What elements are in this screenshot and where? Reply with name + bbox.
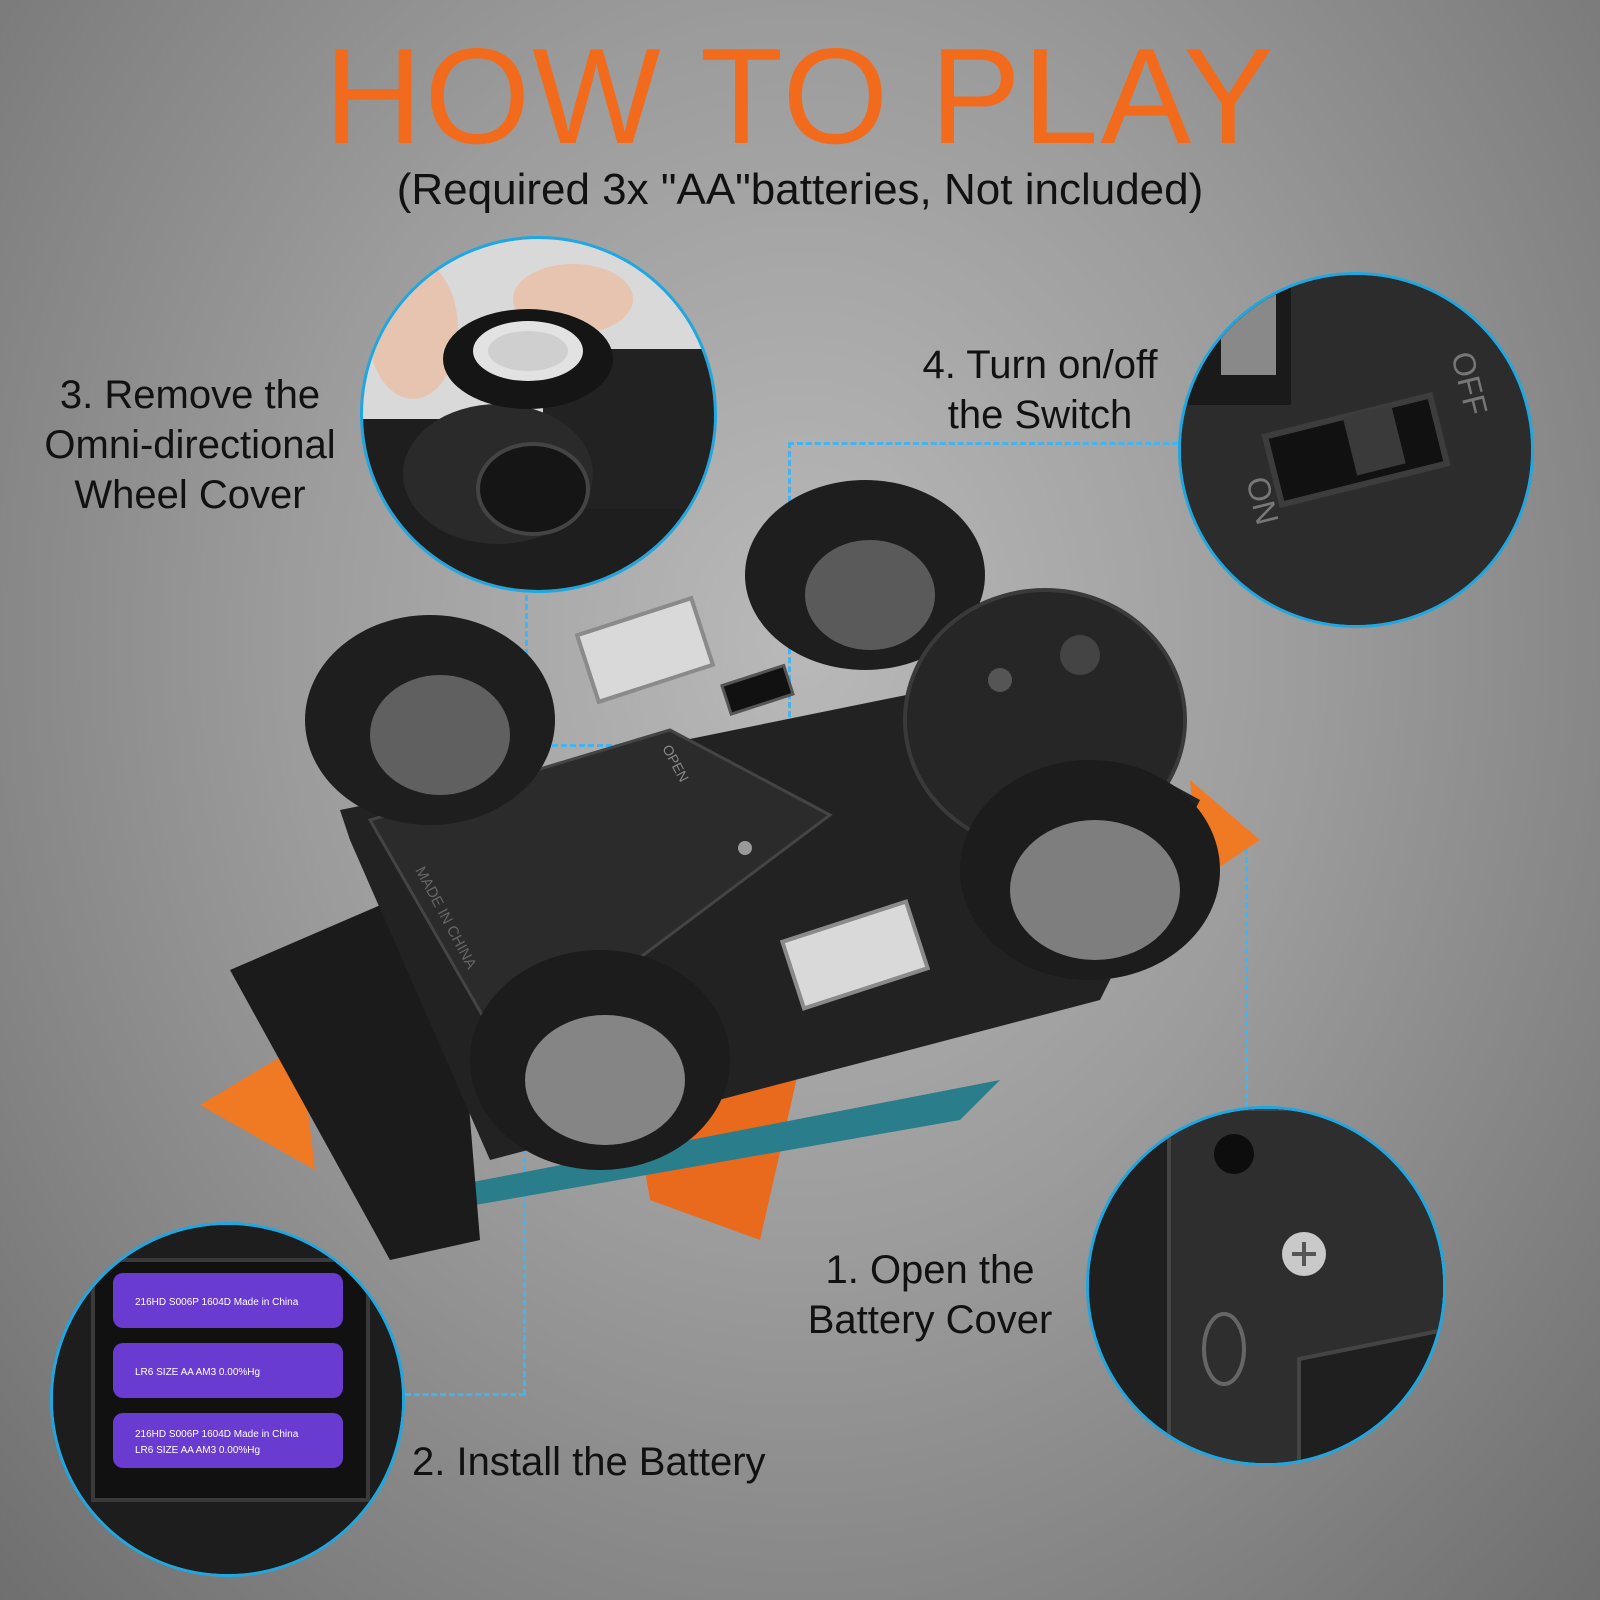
connector-line-step2-horizontal [405,1393,525,1396]
step3-label-line1: 3. Remove the [59,373,321,417]
step1-label: 1. Open the Battery Cover [790,1245,1070,1345]
step4-label: 4. Turn on/off the Switch [880,340,1200,440]
step2-label: 2. Install the Battery [412,1437,812,1487]
step3-label-line3: Wheel Cover [74,473,306,517]
step3-label-line2: Omni-directional [44,423,336,467]
connector-line-step4 [788,442,1178,445]
orange-fin-left [200,1045,315,1170]
page-subtitle: (Required 3x "AA"batteries, Not included… [396,165,1204,214]
step4-detail-image: ON OFF [1178,272,1534,628]
battery-3-text: 216HD S006P 1604D Made in China [135,1429,299,1440]
step2-label-line1: 2. Install the Battery [412,1440,766,1484]
page-title: HOW TO PLAY [324,20,1276,172]
step4-label-line2: the Switch [947,393,1133,437]
step3-detail-image [360,236,717,593]
step3-label: 3. Remove the Omni-directional Wheel Cov… [20,370,360,520]
battery-3-sub: LR6 SIZE AA AM3 0.00%Hg [135,1445,260,1456]
step1-detail-image [1086,1106,1446,1466]
step1-label-line2: Battery Cover [807,1298,1053,1342]
connector-line-step1-vertical [1245,848,1248,1108]
step2-detail-image: 216HD S006P 1604D Made in China LR6 SIZE… [50,1222,405,1577]
battery-3: 216HD S006P 1604D Made in China LR6 SIZE… [113,1413,343,1468]
battery-2-text: LR6 SIZE AA AM3 0.00%Hg [135,1367,260,1378]
battery-1: 216HD S006P 1604D Made in China [113,1273,343,1328]
toy-car-image: MADE IN CHINA OPEN [200,480,1280,1280]
battery-2: LR6 SIZE AA AM3 0.00%Hg [113,1343,343,1398]
step4-label-line1: 4. Turn on/off [922,343,1158,387]
battery-1-text: 216HD S006P 1604D Made in China [135,1297,299,1308]
step1-label-line1: 1. Open the [825,1248,1035,1292]
